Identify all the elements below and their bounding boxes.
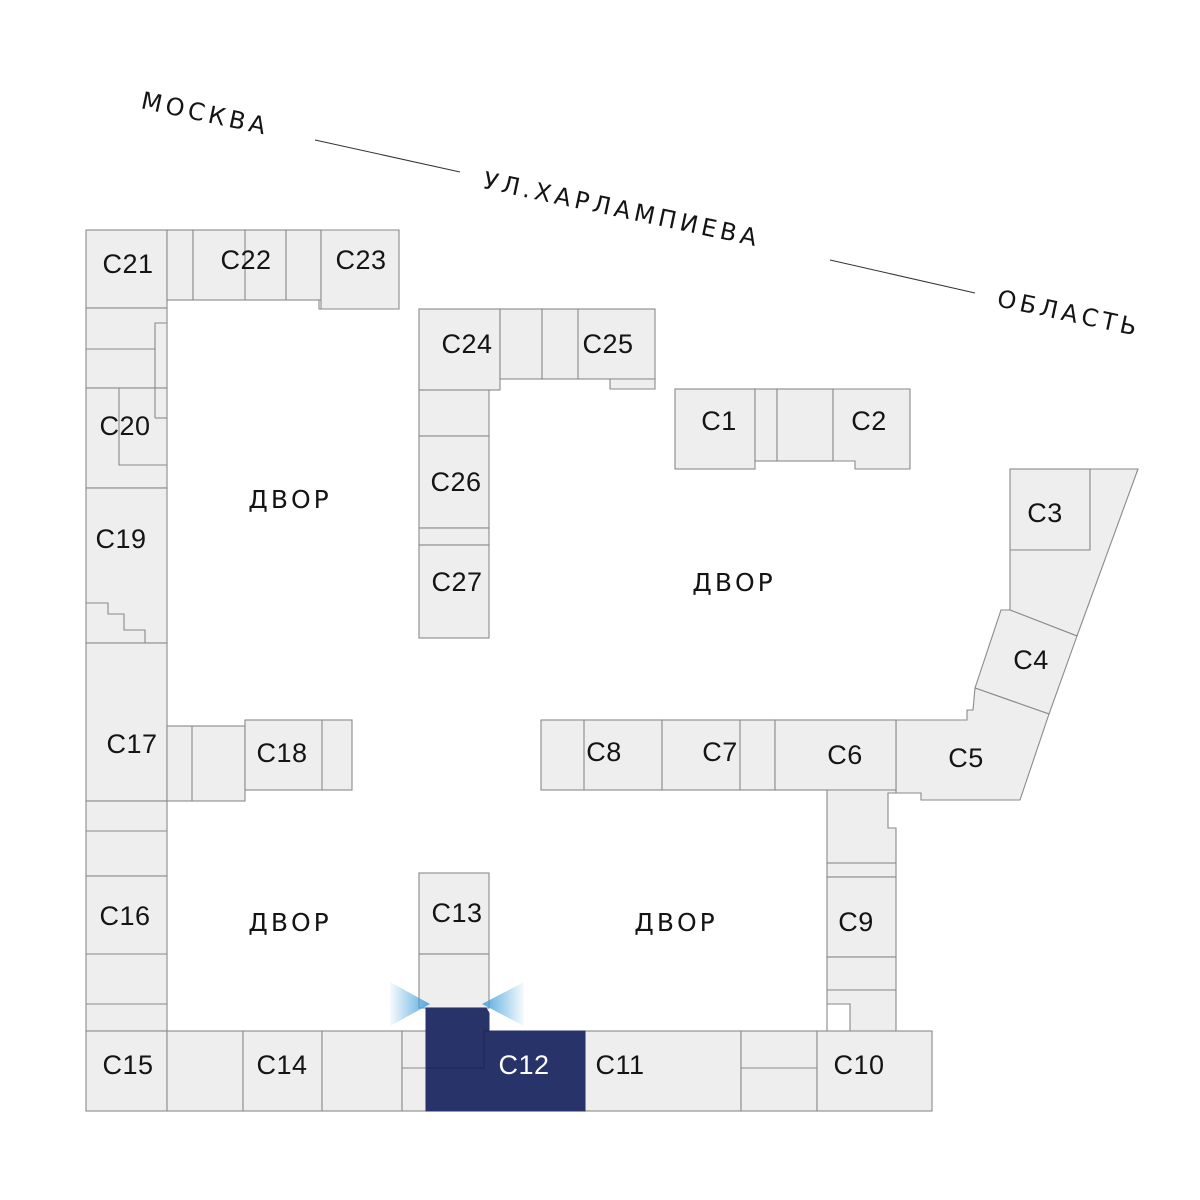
- section-label-24[interactable]: С24: [441, 329, 492, 359]
- section-block-20[interactable]: [85, 387, 168, 489]
- yard-label-northwest: ДВОР: [248, 485, 331, 514]
- section-block-15[interactable]: [85, 1030, 168, 1112]
- yard-label-northeast: ДВОР: [692, 568, 775, 597]
- section-block-13-lower[interactable]: [418, 953, 490, 1009]
- street-line-left: [314, 139, 461, 173]
- section-label-25[interactable]: С25: [582, 329, 633, 359]
- view-cone-left-icon: [390, 982, 430, 1026]
- section-block-8[interactable]: [540, 719, 663, 791]
- section-label-27[interactable]: С27: [431, 567, 482, 597]
- street-label: МОСКВА УЛ.ХАРЛАМПИЕВА ОБЛАСТЬ: [139, 86, 1143, 342]
- section-block-1-link[interactable]: [754, 388, 778, 462]
- section-block-24-link[interactable]: [499, 308, 543, 380]
- section-block-1[interactable]: [674, 388, 756, 470]
- street-line-right: [829, 259, 976, 294]
- yard-label-southwest: ДВОР: [248, 908, 331, 937]
- section-label-8[interactable]: С8: [586, 737, 622, 767]
- section-block-2[interactable]: [832, 388, 911, 470]
- section-label-1[interactable]: С1: [701, 406, 737, 436]
- section-label-23[interactable]: С23: [335, 245, 386, 275]
- section-block-15-link[interactable]: [166, 1030, 244, 1112]
- section-label-16[interactable]: С16: [99, 901, 150, 931]
- section-label-18[interactable]: С18: [256, 738, 307, 768]
- section-block-7[interactable]: [661, 719, 776, 791]
- section-label-10[interactable]: С10: [833, 1050, 884, 1080]
- section-block-19[interactable]: [85, 487, 168, 644]
- section-block-10[interactable]: [816, 1030, 933, 1112]
- section-block-3[interactable]: [1009, 468, 1091, 551]
- section-block-2-link[interactable]: [776, 388, 834, 462]
- section-label-11[interactable]: С11: [595, 1050, 644, 1080]
- section-block-27[interactable]: [418, 544, 490, 639]
- section-block-18[interactable]: [244, 719, 353, 791]
- section-label-12[interactable]: С12: [498, 1050, 549, 1080]
- section-block-14[interactable]: [242, 1030, 323, 1112]
- yard-labels: ДВОР ДВОР ДВОР ДВОР: [248, 485, 775, 937]
- section-block-9-link[interactable]: [826, 862, 897, 878]
- section-block-26[interactable]: [418, 435, 490, 529]
- yard-label-southeast: ДВОР: [634, 908, 717, 937]
- stair-outline: [86, 602, 146, 643]
- section-label-20[interactable]: С20: [99, 411, 150, 441]
- section-block-26-upper[interactable]: [418, 389, 490, 437]
- street-name-label: УЛ.ХАРЛАМПИЕВА: [481, 166, 763, 252]
- section-block-6[interactable]: [774, 719, 897, 791]
- section-block-21-lower[interactable]: [85, 307, 168, 389]
- section-label-13[interactable]: С13: [431, 898, 482, 928]
- section-block-22[interactable]: [192, 229, 287, 301]
- section-block-17-link[interactable]: [166, 725, 246, 802]
- section-label-7[interactable]: С7: [702, 737, 738, 767]
- section-label-21[interactable]: С21: [102, 249, 153, 279]
- section-block-25-tail[interactable]: [578, 378, 656, 390]
- section-label-6[interactable]: С6: [827, 740, 863, 770]
- street-moscow-label: МОСКВА: [139, 86, 272, 140]
- section-label-5[interactable]: С5: [948, 743, 984, 773]
- section-label-4[interactable]: С4: [1013, 645, 1049, 675]
- section-block-17[interactable]: [85, 642, 168, 802]
- section-label-15[interactable]: С15: [102, 1050, 153, 1080]
- section-divider: [318, 299, 321, 310]
- section-label-26[interactable]: С26: [430, 467, 481, 497]
- section-divider: [118, 388, 167, 466]
- section-block-10-link[interactable]: [740, 1030, 818, 1112]
- section-block-9-base[interactable]: [826, 989, 897, 1035]
- section-block-23[interactable]: [320, 229, 400, 310]
- section-block-9-lower[interactable]: [826, 956, 897, 991]
- section-block-11[interactable]: [584, 1030, 742, 1112]
- section-block-14-link[interactable]: [321, 1030, 403, 1112]
- section-divider-selected: [426, 1030, 489, 1069]
- section-label-19[interactable]: С19: [95, 524, 146, 554]
- section-label-2[interactable]: С2: [851, 406, 887, 436]
- section-block-12-left[interactable]: [401, 1030, 427, 1112]
- section-block-12-selected[interactable]: [425, 1007, 586, 1112]
- section-block-9[interactable]: [826, 876, 897, 958]
- section-block-27-link[interactable]: [418, 527, 490, 546]
- section-labels: С21 С22 С23 С24 С25 С1 С2 С20 С26 С3 С19…: [95, 245, 1062, 1080]
- section-block-16-upper[interactable]: [85, 800, 168, 877]
- section-block-9-upper[interactable]: [826, 789, 897, 864]
- section-block-21-link[interactable]: [166, 229, 194, 301]
- section-block-25[interactable]: [541, 308, 656, 380]
- view-cone-right-icon: [482, 982, 524, 1026]
- section-label-22[interactable]: С22: [220, 245, 271, 275]
- street-region-label: ОБЛАСТЬ: [995, 284, 1143, 342]
- section-block-21[interactable]: [85, 229, 168, 309]
- section-label-3[interactable]: С3: [1027, 498, 1063, 528]
- section-block-22-link[interactable]: [285, 229, 322, 301]
- section-divider: [154, 322, 167, 388]
- section-label-9[interactable]: С9: [838, 907, 874, 937]
- section-label-17[interactable]: С17: [106, 729, 157, 759]
- section-label-14[interactable]: С14: [256, 1050, 307, 1080]
